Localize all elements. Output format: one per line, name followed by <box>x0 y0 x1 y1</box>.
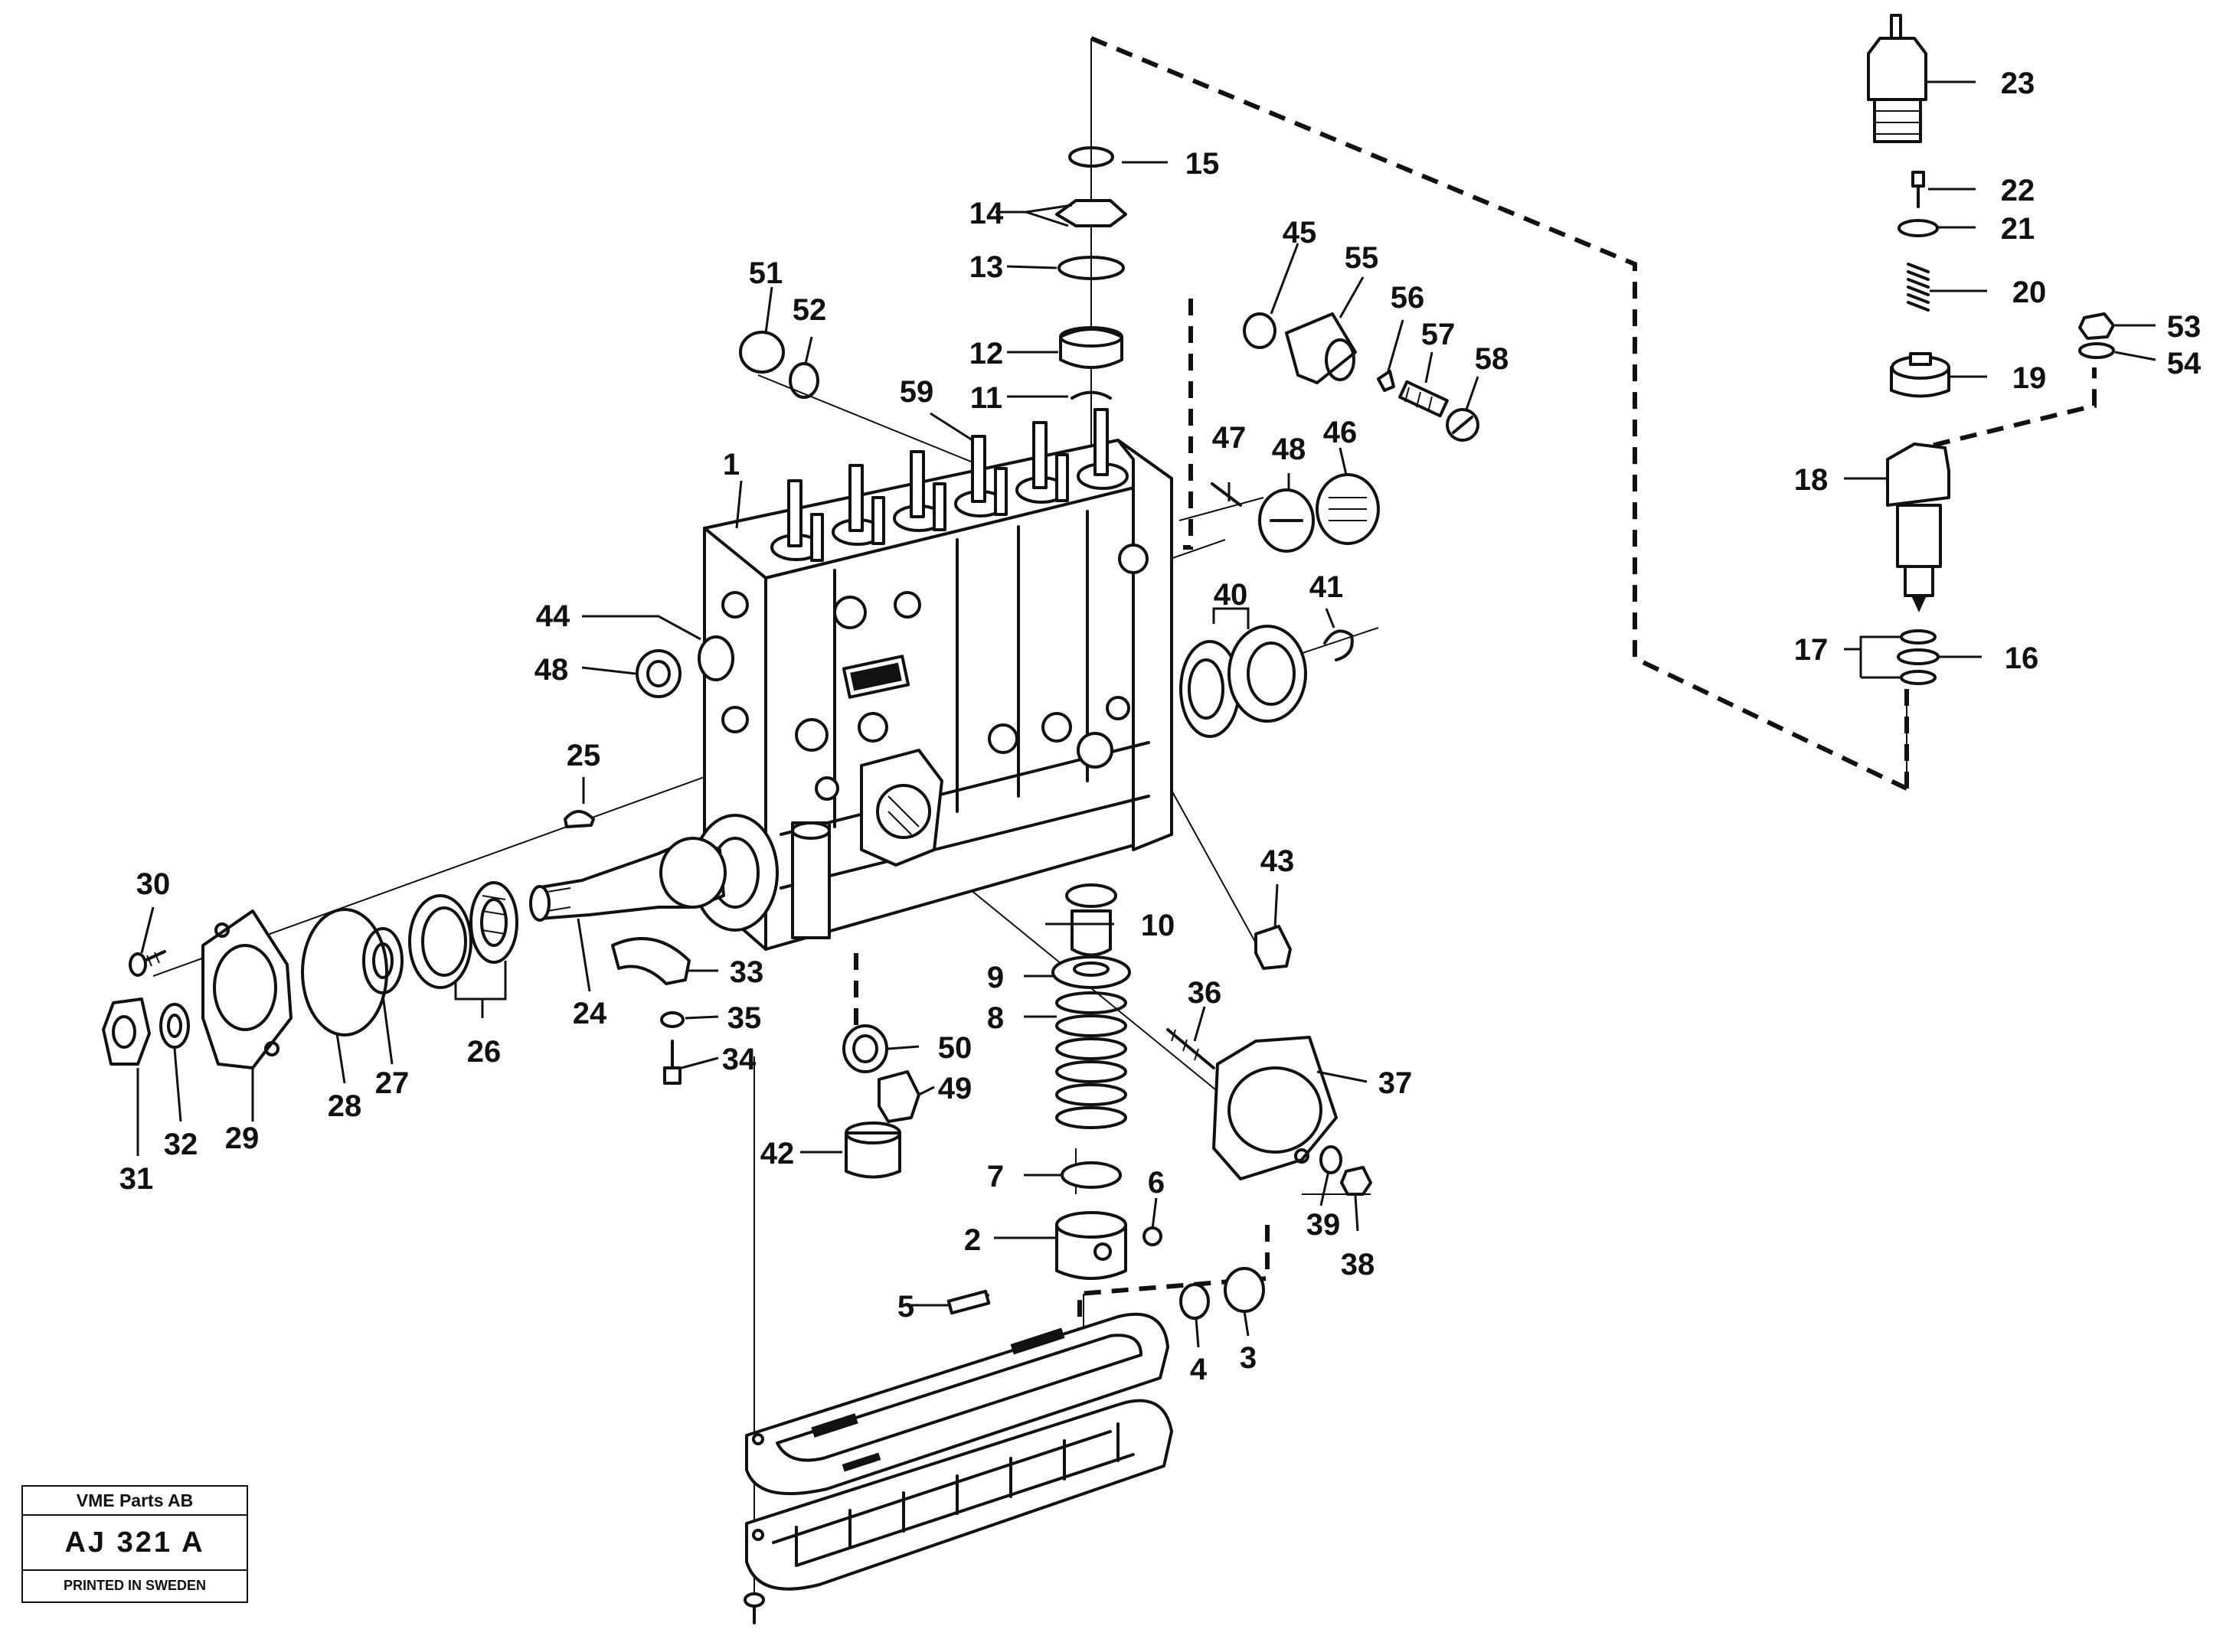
stud-bolts <box>787 408 1109 562</box>
callout-labels: 1 2 3 4 5 6 7 8 9 10 11 12 13 14 15 16 1… <box>119 67 2202 1386</box>
injector-group <box>1867 14 2115 685</box>
callout-7: 7 <box>987 1160 1004 1193</box>
callout-35: 35 <box>727 1001 762 1035</box>
callout-47: 47 <box>1212 421 1247 455</box>
delivery-valve-column <box>1055 146 1127 400</box>
callout-6: 6 <box>1148 1166 1165 1200</box>
callout-44: 44 <box>536 599 570 633</box>
callout-45: 45 <box>1283 216 1317 250</box>
callout-4: 4 <box>1190 1353 1208 1386</box>
callout-31: 31 <box>119 1162 154 1196</box>
callout-50: 50 <box>938 1031 972 1065</box>
callout-9: 9 <box>987 961 1004 994</box>
callout-53: 53 <box>2167 310 2202 344</box>
company-name: VME Parts AB <box>23 1487 247 1516</box>
callout-55: 55 <box>1345 241 1379 275</box>
callout-32: 32 <box>164 1128 198 1161</box>
callout-29: 29 <box>225 1121 260 1155</box>
callout-22: 22 <box>2001 174 2035 207</box>
callout-5: 5 <box>897 1290 914 1324</box>
callout-48-left: 48 <box>534 653 569 687</box>
callout-26: 26 <box>467 1035 502 1069</box>
callout-56: 56 <box>1391 281 1425 315</box>
callout-1: 1 <box>723 448 740 482</box>
callout-20: 20 <box>2012 276 2047 309</box>
callout-10: 10 <box>1141 909 1175 942</box>
callout-51: 51 <box>749 256 783 290</box>
callout-52: 52 <box>793 293 827 327</box>
drawing-code: AJ 321 A <box>23 1516 247 1571</box>
callout-59: 59 <box>900 375 934 409</box>
callout-42: 42 <box>760 1137 795 1170</box>
callout-36: 36 <box>1188 976 1222 1010</box>
callout-33: 33 <box>730 955 764 989</box>
injector-spring <box>1907 263 1930 312</box>
title-block: VME Parts AB AJ 321 A PRINTED IN SWEDEN <box>21 1485 248 1603</box>
callout-57: 57 <box>1421 318 1456 351</box>
callout-48-right: 48 <box>1272 433 1306 466</box>
callout-38: 38 <box>1341 1248 1375 1281</box>
spring <box>1055 991 1127 1129</box>
callout-40: 40 <box>1214 578 1248 612</box>
misc-parts-right <box>842 925 1372 1196</box>
items-33-35 <box>611 937 691 1085</box>
callout-27: 27 <box>375 1066 410 1100</box>
printed-note: PRINTED IN SWEDEN <box>63 1578 206 1593</box>
callout-49: 49 <box>938 1072 972 1105</box>
leader-lines <box>136 80 2156 1348</box>
callout-15: 15 <box>1185 147 1220 181</box>
callout-12: 12 <box>969 337 1004 371</box>
callout-43: 43 <box>1260 844 1295 878</box>
bottom-cover-and-gasket <box>744 1312 1173 1624</box>
cover-window-grid <box>772 1422 1135 1567</box>
callout-24: 24 <box>573 997 607 1030</box>
pump-housing <box>691 408 1173 951</box>
callout-17: 17 <box>1794 633 1829 667</box>
callout-46: 46 <box>1323 416 1358 449</box>
callout-8: 8 <box>987 1001 1004 1035</box>
callout-16: 16 <box>2005 642 2039 675</box>
callout-25: 25 <box>567 739 601 772</box>
callout-21: 21 <box>2001 212 2035 246</box>
callout-58: 58 <box>1475 342 1509 376</box>
plunger-column <box>946 883 1265 1320</box>
callout-34: 34 <box>722 1043 757 1076</box>
callout-41: 41 <box>1309 570 1344 604</box>
callout-30: 30 <box>136 867 171 901</box>
callout-18: 18 <box>1794 463 1829 497</box>
callout-3: 3 <box>1240 1341 1257 1375</box>
callout-14: 14 <box>969 197 1004 230</box>
callout-2: 2 <box>964 1223 981 1257</box>
governor-side-parts <box>636 312 1479 738</box>
callout-13: 13 <box>969 250 1004 284</box>
callout-28: 28 <box>328 1089 362 1123</box>
callout-11: 11 <box>970 381 1002 415</box>
callout-39: 39 <box>1306 1208 1341 1242</box>
camshaft-group <box>102 810 727 1069</box>
callout-23: 23 <box>2001 67 2035 100</box>
callout-54: 54 <box>2167 347 2202 380</box>
callout-37: 37 <box>1378 1066 1413 1100</box>
callout-19: 19 <box>2012 361 2047 395</box>
